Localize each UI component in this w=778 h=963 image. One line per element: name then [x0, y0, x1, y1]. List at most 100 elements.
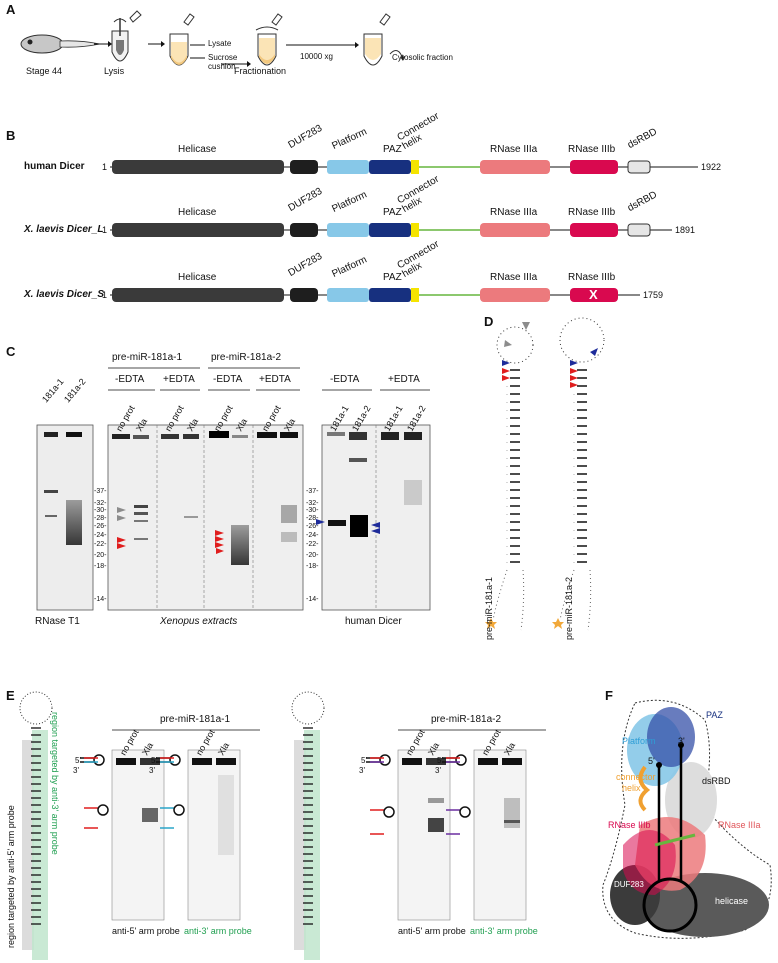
- protein-end: 1891: [675, 225, 696, 235]
- svg-text:·: ·: [573, 400, 575, 406]
- rnase3a-label: RNase IIIa: [490, 207, 538, 218]
- rnase3a-domain: [480, 160, 550, 174]
- svg-text:·: ·: [506, 536, 508, 542]
- protein-start: 1: [102, 225, 108, 235]
- duf283-domain: [290, 223, 318, 237]
- f-label-platform: Platform: [622, 736, 656, 746]
- svg-text:·: ·: [573, 456, 575, 462]
- cond-hd-minus-edta: -EDTA: [330, 374, 360, 385]
- svg-text:·: ·: [506, 488, 508, 494]
- caption-xenopus-text: Xenopus extracts: [160, 616, 238, 627]
- rnase3a-label: RNase IIIa: [490, 272, 538, 283]
- cond-g1-minus-edta: -EDTA: [115, 374, 145, 385]
- svg-text:·: ·: [573, 464, 575, 470]
- svg-text:·: ·: [573, 488, 575, 494]
- dicer-outline: [602, 699, 772, 939]
- step-fractionation: Fractionation: [234, 66, 287, 76]
- dsrbd-domain: [627, 223, 651, 237]
- protein-start: 1: [102, 290, 108, 300]
- label-10000xg: 10000 xg: [300, 52, 333, 61]
- f-label-rnase3a: RNase IIIa: [718, 820, 761, 830]
- cytosolic-tube-icon: [363, 13, 405, 66]
- f-label-rnase3b: RNase IIIb: [608, 820, 651, 830]
- tadpole-icon: [20, 34, 101, 54]
- fractionation-tube-icon: [255, 13, 283, 66]
- caption-rnase-t1: RNase T1: [35, 616, 80, 627]
- panel-f-label: F: [605, 688, 613, 703]
- duf283-domain: [290, 288, 318, 302]
- rnase3a-label: RNase IIIa: [490, 144, 538, 155]
- f-label-dsrbd: dsRBD: [702, 776, 731, 786]
- gel-rnase-t1: [36, 424, 94, 611]
- svg-text:·: ·: [506, 480, 508, 486]
- protein-end: 1759: [643, 290, 664, 300]
- size-marker-human: -24-: [306, 532, 319, 539]
- connector-helix-domain: [411, 223, 419, 237]
- region-anti3-label: region targeted by anti-3' arm probe: [50, 712, 60, 855]
- size-marker-human: -30-: [306, 507, 319, 514]
- svg-text:·: ·: [573, 472, 575, 478]
- caption-human-dicer: human Dicer: [345, 616, 402, 627]
- svg-text:·: ·: [506, 432, 508, 438]
- lysis-tube-icon: [111, 10, 142, 62]
- svg-text:·: ·: [573, 512, 575, 518]
- svg-text:·: ·: [506, 504, 508, 510]
- panel-c-gels: [36, 367, 431, 611]
- svg-text:·: ·: [506, 392, 508, 398]
- size-marker-xenopus: -22-: [94, 541, 107, 548]
- size-marker-human: -32-: [306, 500, 319, 507]
- protein-name: X. laevis Dicer_S: [24, 289, 105, 300]
- panel-b-domains: [110, 160, 698, 302]
- svg-text:·: ·: [573, 496, 575, 502]
- platform-domain: [327, 223, 369, 237]
- label-sucrose: Sucrose cushion: [208, 53, 238, 71]
- paz-label: PAZ: [383, 272, 402, 283]
- svg-text:·: ·: [506, 440, 508, 446]
- f-label-paz: PAZ: [706, 710, 723, 720]
- platform-domain: [327, 288, 369, 302]
- size-marker-xenopus: -20-: [94, 552, 107, 559]
- end-3prime: 3': [149, 766, 155, 775]
- panel-b-label: B: [6, 128, 16, 143]
- paz-domain: [369, 160, 411, 174]
- size-marker-xenopus: -26-: [94, 523, 107, 530]
- panel-d-label: D: [484, 314, 494, 329]
- svg-text:·: ·: [573, 544, 575, 550]
- cond-g1-plus-edta: +EDTA: [163, 374, 195, 385]
- blot-title-181a-2: pre-miR-181a-2: [431, 714, 502, 725]
- platform-domain: [327, 160, 369, 174]
- svg-text:·: ·: [506, 408, 508, 414]
- svg-text:·: ·: [573, 528, 575, 534]
- svg-text:·: ·: [573, 432, 575, 438]
- svg-text:·: ·: [506, 424, 508, 430]
- end-3prime: 3': [435, 766, 441, 775]
- label-lysate: Lysate: [208, 39, 232, 48]
- svg-text:·: ·: [506, 544, 508, 550]
- end-5prime: 5': [437, 756, 443, 765]
- svg-text:·: ·: [573, 520, 575, 526]
- helicase-label: Helicase: [178, 272, 217, 283]
- f-label-connector: connector: [616, 772, 656, 782]
- f-label-5prime: 5': [648, 756, 655, 766]
- connector-helix-domain: [411, 288, 419, 302]
- star-marker: [552, 618, 564, 629]
- svg-text:·: ·: [573, 416, 575, 422]
- label-cytosolic: Cytosolic fraction: [392, 53, 453, 62]
- svg-text:·: ·: [573, 440, 575, 446]
- size-marker-human: -18-: [306, 563, 319, 570]
- cond-g2-plus-edta: +EDTA: [259, 374, 291, 385]
- blot-panel: [111, 749, 165, 921]
- protein-name: X. laevis Dicer_L: [24, 224, 104, 235]
- lysate-tube-icon: [169, 13, 195, 66]
- size-marker-human: -37-: [306, 488, 319, 495]
- svg-text:·: ·: [506, 512, 508, 518]
- hairpin2-label: pre-miR-181a-2: [564, 576, 574, 640]
- end-5prime: 5': [75, 756, 81, 765]
- paz-domain: [369, 288, 411, 302]
- rnase3b-domain: [570, 223, 618, 237]
- blot-title-181a-1: pre-miR-181a-1: [160, 714, 231, 725]
- f-label-duf283: DUF283: [614, 880, 644, 889]
- f-label-3prime: 3': [678, 736, 685, 746]
- connector-helix: [638, 765, 651, 812]
- paz-domain: [369, 223, 411, 237]
